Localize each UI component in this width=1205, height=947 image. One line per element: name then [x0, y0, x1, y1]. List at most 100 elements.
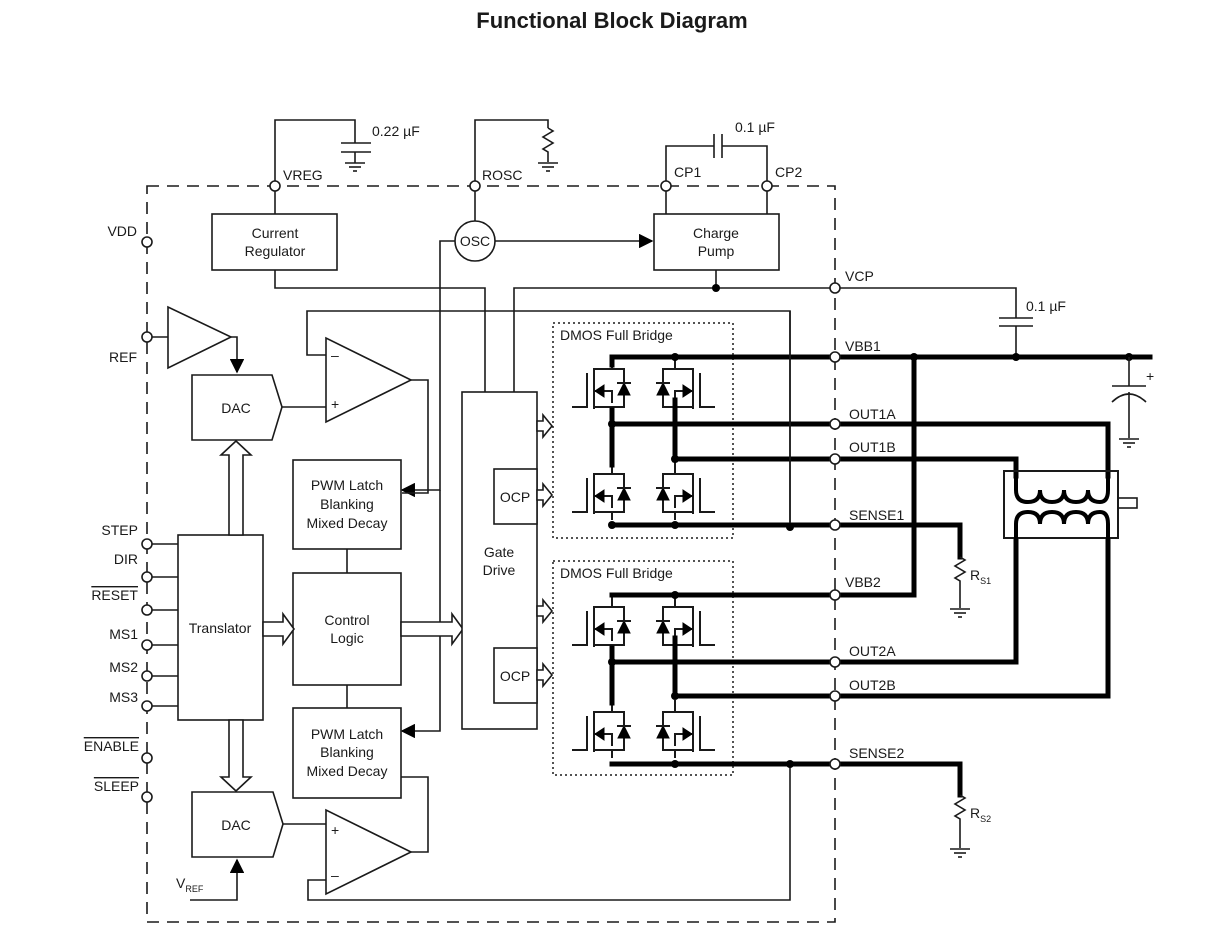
control-logic-block [292, 572, 402, 686]
mosfet-icon-2 [656, 357, 715, 415]
vcp-capacitor [835, 287, 1033, 357]
pin-out2b [829, 690, 841, 702]
pin-sense2 [829, 758, 841, 770]
dmos-bridge-top [552, 322, 734, 539]
pin-label-sense1: SENSE1 [849, 507, 904, 523]
pin-label-ms1: MS1 [109, 626, 138, 642]
osc-label: OSC [460, 233, 490, 249]
mosfet-icon-1 [572, 357, 631, 415]
current-regulator-label-1: Current [252, 225, 299, 241]
pin-sleep [141, 791, 153, 803]
pin-label-out1a: OUT1A [849, 406, 896, 422]
mosfet-icon-5 [572, 595, 631, 653]
dac-top-block [191, 374, 283, 441]
bridge-bottom-label: DMOS Full Bridge [560, 565, 673, 581]
pin-ms1 [141, 639, 153, 651]
pin-label-out2a: OUT2A [849, 643, 896, 659]
pin-out1a [829, 418, 841, 430]
rs2-label: RS2 [970, 805, 991, 824]
bus-arrow-translator-to-dac-bottom [218, 719, 254, 793]
comparator-bottom [307, 764, 791, 901]
pin-vbb2 [829, 589, 841, 601]
pin-step [141, 538, 153, 550]
ic-boundary [146, 185, 836, 923]
pin-label-vbb2: VBB2 [845, 574, 881, 590]
vreg-cap-value: 0.22 µF [372, 123, 420, 139]
charge-pump-capacitor [665, 134, 768, 186]
ocp-bottom-block [493, 647, 538, 704]
pin-vbb1 [829, 351, 841, 363]
dac-bottom-label: DAC [221, 817, 251, 833]
vref-label: VREF [176, 875, 204, 894]
pin-label-sleep: SLEEP [94, 778, 139, 794]
pin-label-enable: ENABLE [84, 738, 139, 754]
pin-label-sense2: SENSE2 [849, 745, 904, 761]
rosc-resistor [474, 119, 558, 186]
bus-arrow-control-to-gate [400, 611, 464, 647]
mosfet-icon-7 [572, 700, 631, 758]
rs1-resistor [950, 556, 970, 618]
ocp-bottom-label: OCP [500, 668, 530, 684]
current-regulator-block [211, 213, 338, 271]
pwm-top-label-2: Blanking [320, 496, 374, 512]
charge-pump-label-2: Pump [698, 243, 735, 259]
bridge-top-label: DMOS Full Bridge [560, 327, 673, 343]
pin-dir [141, 571, 153, 583]
pin-label-vbb1: VBB1 [845, 338, 881, 354]
diagram-title: Functional Block Diagram [476, 8, 747, 33]
stepper-motor-icon [1003, 470, 1138, 542]
pwm-bottom-label-1: PWM Latch [311, 726, 383, 742]
pin-label-out1b: OUT1B [849, 439, 896, 455]
current-regulator-label-2: Regulator [245, 243, 306, 259]
pin-label-vdd: VDD [107, 223, 137, 239]
bus-arrow-translator-to-dac-top [218, 439, 254, 536]
dmos-bridge-bottom [552, 560, 734, 776]
rs2-resistor [950, 794, 970, 858]
charge-pump-label-1: Charge [693, 225, 739, 241]
pwm-latch-top-block [292, 459, 402, 550]
ic-pins [141, 180, 841, 803]
gate-drive-label-1: Gate [484, 544, 515, 560]
pin-ref [141, 331, 153, 343]
pin-enable [141, 752, 153, 764]
rs1-label: RS1 [970, 567, 991, 586]
charge-pump-block [653, 213, 780, 271]
ref-buffer-amplifier [147, 305, 245, 374]
bulk-cap-plus: + [1146, 368, 1154, 384]
gate-drive-label-2: Drive [483, 562, 516, 578]
mosfet-icon-6 [656, 595, 715, 653]
pin-label-ms3: MS3 [109, 689, 138, 705]
dac-bottom-block [191, 791, 284, 858]
dac-top-label: DAC [221, 400, 251, 416]
vcp-cap-value: 0.1 µF [1026, 298, 1066, 314]
pin-label-cp1: CP1 [674, 164, 701, 180]
mosfet-array [572, 357, 715, 758]
vreg-capacitor [274, 119, 371, 186]
pin-ms2 [141, 670, 153, 682]
translator-label: Translator [189, 620, 252, 636]
pin-out2a [829, 656, 841, 668]
ocp-top-block [493, 468, 538, 525]
comparator-top-minus: – [331, 347, 339, 363]
translator-input-wires [147, 543, 178, 707]
pin-cp1 [660, 180, 672, 192]
cp-cap-value: 0.1 µF [735, 119, 775, 135]
pin-ms3 [141, 700, 153, 712]
junction-dots [608, 353, 1133, 768]
pin-label-reset: RESET [91, 587, 138, 603]
mosfet-icon-4 [656, 462, 715, 520]
bus-arrow-translator-to-control [262, 611, 295, 647]
mosfet-icon-8 [656, 700, 715, 758]
comparator-bottom-minus: – [331, 867, 339, 883]
comparator-bottom-plus: + [331, 822, 339, 838]
pwm-bottom-label-2: Blanking [320, 744, 374, 760]
pwm-latch-bottom-block [292, 707, 402, 799]
mosfet-icon-3 [572, 462, 631, 520]
gate-bus-arrows [536, 412, 554, 689]
control-logic-label-2: Logic [330, 630, 363, 646]
pin-label-rosc: ROSC [482, 167, 522, 183]
comparator-top-plus: + [331, 396, 339, 412]
pin-vdd [141, 236, 153, 248]
control-logic-label-1: Control [324, 612, 369, 628]
